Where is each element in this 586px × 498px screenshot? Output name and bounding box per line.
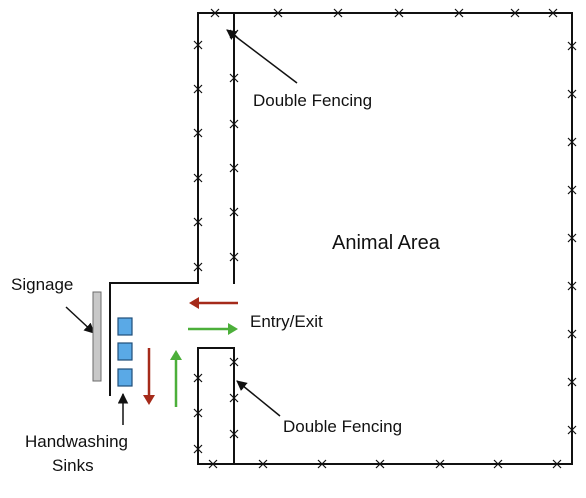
pointer-double-fencing-top [226,29,298,84]
handwashing-sink [117,342,133,361]
fence-post-x-icon [193,84,203,94]
fence-post-x-icon [548,8,558,18]
fence-post-x-icon [229,163,239,173]
fence-post-x-icon [210,8,220,18]
fence-post-x-icon [193,408,203,418]
label-animal-area: Animal Area [332,232,441,254]
fence-post-x-icon [229,119,239,129]
inner-fence [197,12,235,465]
pointer-signage [65,306,95,334]
handwashing-sink [117,368,133,387]
fence-post-x-icon [510,8,520,18]
fence-post-x-icon [567,281,577,291]
signage-board [92,291,102,382]
fence-post-x-icon [567,377,577,387]
fence-post-x-icon [567,425,577,435]
exit-arrow-vertical [143,348,155,405]
pointer-double-fencing-bottom [236,380,281,417]
fence-post-x-icon [567,329,577,339]
label-entry-exit: Entry/Exit [250,312,323,331]
fence-post-x-icon [229,252,239,262]
fence-post-x-icon [193,128,203,138]
fence-post-x-icon [258,459,268,469]
fence-post-x-icon [567,137,577,147]
fence-post-x-icon [394,8,404,18]
fence-post-x-icon [229,357,239,367]
fence-post-x-icon [193,173,203,183]
label-handwashing: Handwashing [25,432,128,451]
fence-post-x-icon [193,444,203,454]
fence-post-x-icon [317,459,327,469]
label-signage: Signage [11,275,73,294]
fence-post-x-icon [193,217,203,227]
fence-post-x-icon [567,89,577,99]
fence-post-x-icon [567,185,577,195]
fence-post-x-icon [208,459,218,469]
fence-post-x-icon [567,41,577,51]
label-double-fencing-top: Double Fencing [253,91,372,110]
fence-post-x-icon [552,459,562,469]
handwashing-sink [117,317,133,336]
fence-post-x-icon [193,373,203,383]
label-sinks: Sinks [52,456,94,475]
fence-post-x-icon [375,459,385,469]
fence-post-x-icon [454,8,464,18]
fence-post-x-icon [229,429,239,439]
fence-post-x-icon [567,233,577,243]
outer-fence [109,12,573,465]
fence-post-x-icon [193,40,203,50]
fence-post-x-icon [229,393,239,403]
fence-post-x-icon [229,73,239,83]
fence-post-x-icon [193,262,203,272]
exit-arrow-horizontal [189,297,238,309]
label-double-fencing-bottom: Double Fencing [283,417,402,436]
entry-arrow-vertical [170,350,182,407]
fence-post-x-icon [333,8,343,18]
fence-post-x-icon [229,207,239,217]
entry-arrow-horizontal [188,323,238,335]
fence-post-x-icon [273,8,283,18]
fence-post-x-icon [493,459,503,469]
fence-post-x-icon [435,459,445,469]
